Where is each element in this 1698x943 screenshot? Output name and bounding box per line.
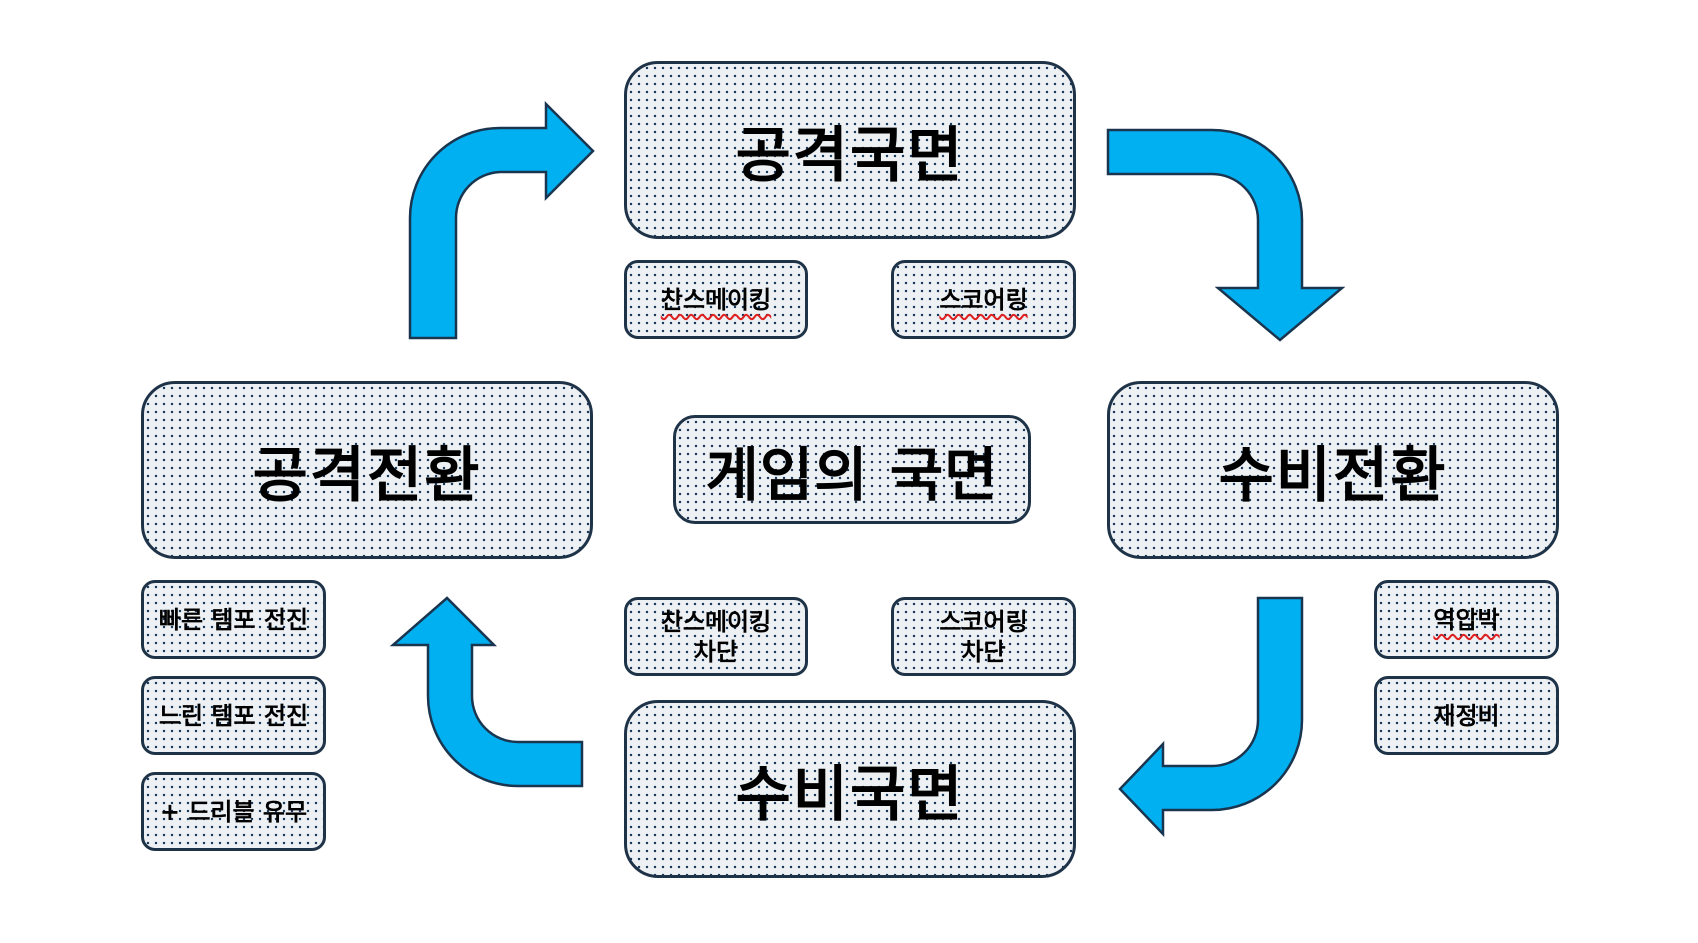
defense-phase-tag-block-scoring: 스코어링 차단: [891, 597, 1076, 676]
defense-transition-label: 수비전환: [1218, 440, 1448, 511]
tag-label: 스코어링: [939, 285, 1028, 314]
attack-transition-box: 공격전환: [141, 381, 593, 559]
center-title: 게임의 국면: [705, 440, 999, 509]
tag-label: 재정비: [1433, 701, 1500, 730]
defense-phase-box: 수비국면: [624, 700, 1076, 878]
attack-transition-label: 공격전환: [252, 440, 482, 511]
tag-label: 스코어링 차단: [939, 607, 1028, 666]
defense-transition-box: 수비전환: [1107, 381, 1559, 559]
tag-label: 찬스메이킹: [660, 285, 772, 314]
defense-phase-label: 수비국면: [735, 759, 965, 830]
tag-label: 찬스메이킹 차단: [660, 607, 772, 666]
tag-label: + 드리블 유무: [159, 797, 308, 826]
arrow-right-down-icon: [1106, 128, 1346, 342]
arrow-down-left-icon: [1118, 596, 1304, 838]
tag-label: 느린 템포 전진: [158, 701, 309, 730]
attack-phase-tag-chance-making: 찬스메이킹: [624, 260, 808, 339]
defense-transition-tag-counter-press: 역압박: [1374, 580, 1559, 659]
attack-transition-tag-fast-tempo: 빠른 템포 전진: [141, 580, 326, 659]
attack-phase-box: 공격국면: [624, 61, 1076, 239]
defense-phase-tag-block-chance-making: 찬스메이킹 차단: [624, 597, 808, 676]
attack-transition-tag-slow-tempo: 느린 템포 전진: [141, 676, 326, 755]
attack-phase-tag-scoring: 스코어링: [891, 260, 1076, 339]
center-title-box: 게임의 국면: [673, 415, 1031, 524]
attack-phase-label: 공격국면: [735, 120, 965, 191]
tag-label: 역압박: [1433, 605, 1500, 634]
arrow-left-up-icon: [389, 596, 584, 788]
tag-label: 빠른 템포 전진: [158, 605, 309, 634]
defense-transition-tag-reorganize: 재정비: [1374, 676, 1559, 755]
attack-transition-tag-dribble: + 드리블 유무: [141, 772, 326, 851]
arrow-up-right-icon: [408, 100, 595, 340]
